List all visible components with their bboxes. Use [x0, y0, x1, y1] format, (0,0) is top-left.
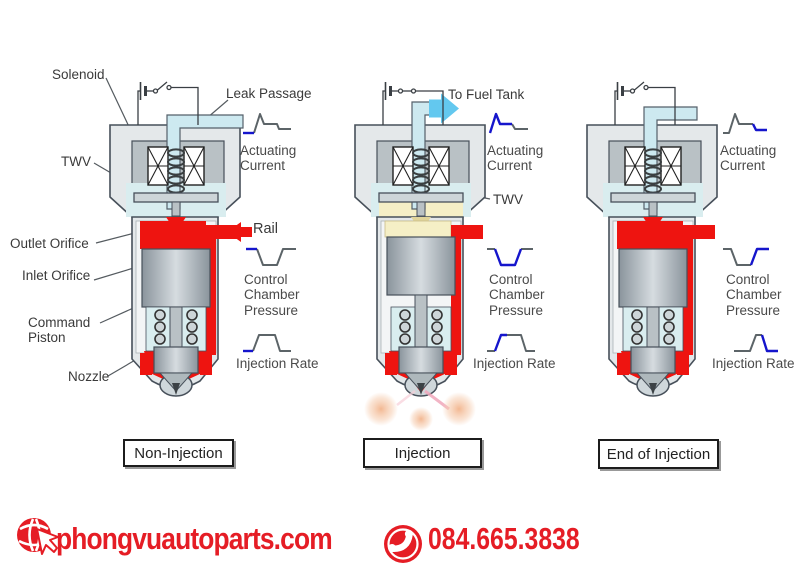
injector-drawing-end-of-injection	[557, 75, 747, 435]
waveform-actuating-current-end	[721, 109, 779, 139]
label-control-chamber-pressure-1: Control Chamber Pressure	[244, 272, 300, 318]
injector-drawing-non-injection	[80, 75, 270, 435]
site-logo-icon	[17, 518, 59, 555]
label-to-fuel-tank: To Fuel Tank	[448, 87, 525, 102]
phone-icon	[384, 525, 422, 563]
waveform-injection-rate-end	[732, 327, 790, 357]
label-leak-passage: Leak Passage	[226, 86, 312, 101]
label-injection-rate-1: Injection Rate	[236, 356, 319, 371]
label-solenoid: Solenoid	[52, 67, 105, 82]
label-actuating-current-3: Actuating Current	[720, 143, 777, 174]
waveform-actuating-current-non-injection	[241, 109, 299, 139]
waveform-control-chamber-pressure-injection	[485, 244, 543, 274]
label-actuating-current-1: Actuating Current	[240, 143, 297, 174]
waveform-injection-rate-non-injection	[241, 327, 299, 357]
waveform-actuating-current-injection	[488, 109, 546, 139]
phone-number[interactable]: 084.665.3838	[428, 521, 580, 556]
stage-caption-text: End of Injection	[606, 445, 711, 463]
stage-caption-text: Injection	[394, 444, 451, 462]
label-injection-rate-3: Injection Rate	[712, 356, 795, 371]
label-rail: Rail	[253, 221, 278, 237]
waveform-control-chamber-pressure-non-injection	[244, 244, 302, 274]
waveform-control-chamber-pressure-end	[721, 244, 779, 274]
stage-caption-injection: Injection	[363, 438, 482, 468]
label-twv-left: TWV	[61, 154, 91, 169]
website-text[interactable]: phongvuautoparts.com	[56, 521, 333, 556]
stage-caption-end-of-injection: End of Injection	[598, 439, 719, 469]
label-actuating-current-2: Actuating Current	[487, 143, 544, 174]
label-inlet-orifice: Inlet Orifice	[22, 268, 91, 283]
injector-drawing-injection	[325, 75, 515, 435]
label-control-chamber-pressure-3: Control Chamber Pressure	[726, 272, 782, 318]
stage-caption-non-injection: Non-Injection	[123, 439, 234, 467]
label-command-piston: Command Piston	[28, 315, 91, 346]
label-nozzle: Nozzle	[68, 369, 110, 384]
label-twv-right: TWV	[493, 192, 523, 207]
label-control-chamber-pressure-2: Control Chamber Pressure	[489, 272, 545, 318]
waveform-injection-rate-injection	[485, 327, 543, 357]
label-injection-rate-2: Injection Rate	[473, 356, 556, 371]
label-outlet-orifice: Outlet Orifice	[10, 236, 89, 251]
stage-caption-text: Non-Injection	[134, 444, 223, 462]
